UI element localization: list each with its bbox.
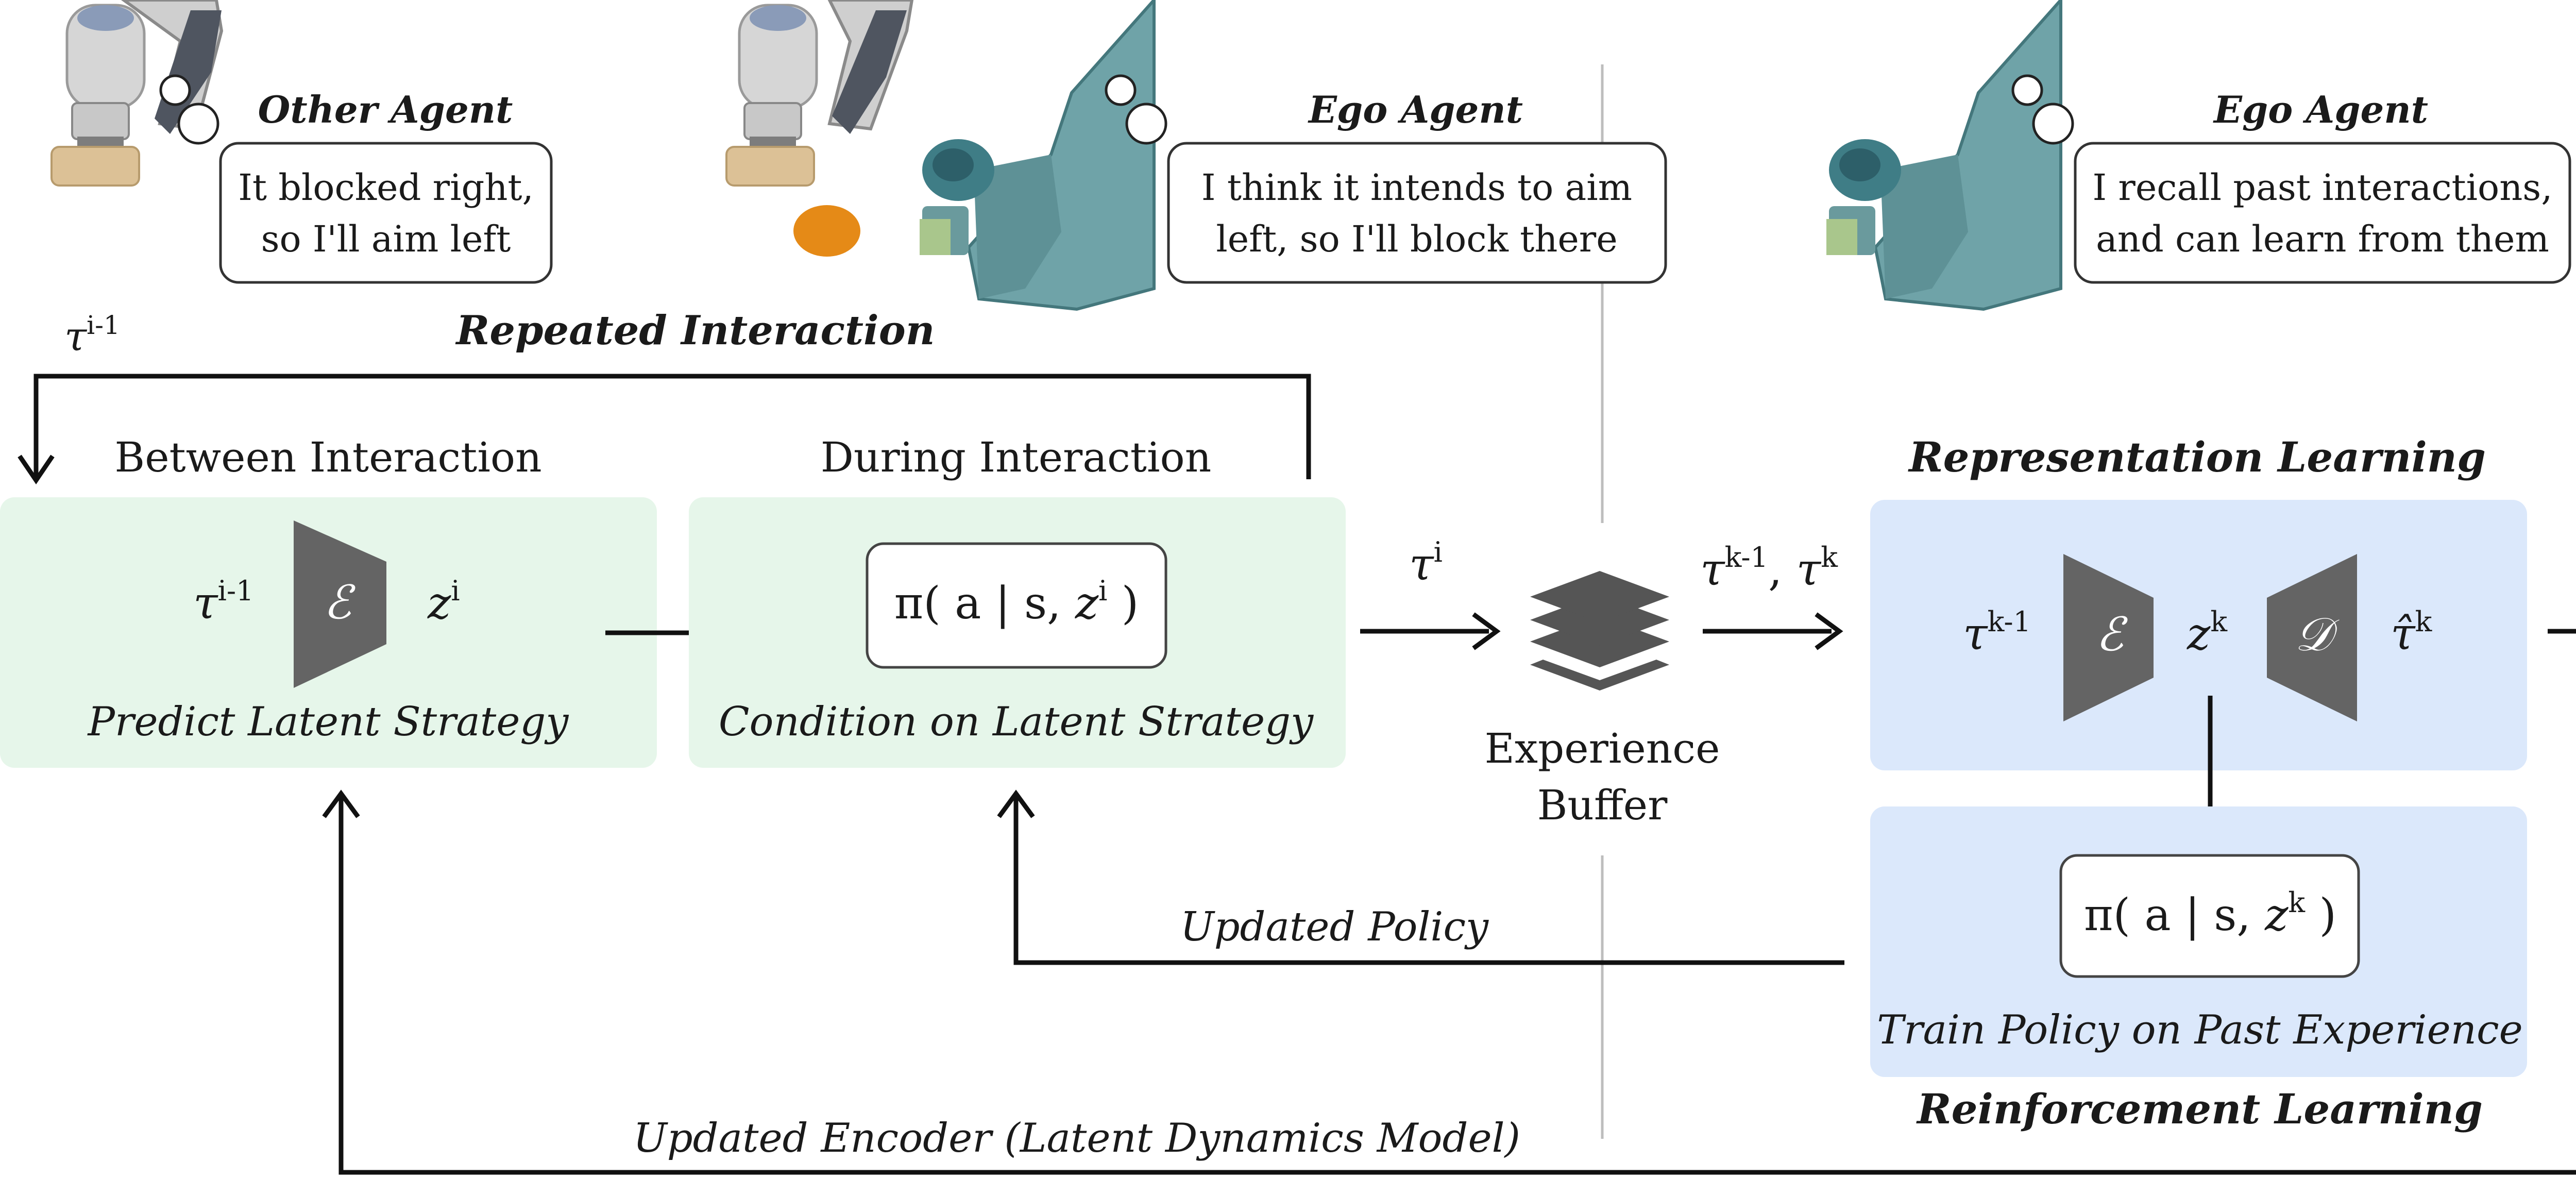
representation-encoder-symbol: ℰ [2096,608,2128,662]
experience-buffer-label-line-1: Experience [1485,725,1720,772]
buffer-input-tau: τi [1409,536,1443,591]
rl-caption: Train Policy on Past Experience [1877,1007,2523,1053]
experience-buffer-stack-icon [1530,571,1669,691]
between-interaction-heading: Between Interaction [114,433,541,481]
ego-agent-title: Ego Agent [1308,88,1523,131]
between-encoder-symbol: ℰ [324,576,356,630]
between-output-z: zi [427,575,460,629]
representation-decoder-block [2267,554,2357,721]
ego-agent-speech-line-1: I think it intends to aim [1201,166,1632,209]
other-agent-speech-line-2: so I'll aim left [261,218,511,260]
loop-tau-prev: τi-1 [64,310,120,360]
representation-learning-panel [1870,500,2527,770]
arrowhead-buffer-to-representation [1815,612,1843,650]
between-input-tau: τi-1 [193,575,253,629]
during-interaction-heading: During Interaction [821,433,1211,481]
between-encoder-block [294,520,386,688]
representation-input-tau: τk-1 [1963,605,2031,660]
other-agent-speech-line-1: It blocked right, [238,166,534,209]
thought-bubble-dots-2 [1105,74,1167,145]
representation-encoder-block [2063,554,2154,721]
buffer-output-taus: τk-1, τk [1700,541,1838,596]
updated-encoder-arrowhead [322,789,360,818]
ego-agent-learning-speech: Ego Agent I recall past interactions, an… [2074,88,2571,284]
updated-policy-arrowhead [997,789,1035,818]
other-agent-speech-box [219,142,553,284]
rl-policy-box [2059,854,2360,978]
reinforcement-learning-heading: Reinforcement Learning [1916,1085,2483,1133]
arrowhead-during-to-buffer [1472,612,1501,650]
ego-agent-learning-title: Ego Agent [2213,88,2428,131]
representation-latent-z: zk [2187,605,2228,660]
other-agent-title: Other Agent [258,88,513,131]
updated-policy-line [1013,796,1844,965]
ego-agent-speech: Ego Agent I think it intends to aim left… [1167,88,1667,284]
updated-policy-label: Updated Policy [1180,904,1489,950]
representation-output-tau-hat: τ̂k [2391,605,2433,660]
representation-learning-heading: Representation Learning [1908,433,2486,481]
ego-agent-speech-box [1167,142,1667,284]
ego-agent-robot-illustration [725,0,1156,311]
updated-encoder-line [338,629,2576,1175]
during-caption: Condition on Latent Strategy [719,699,1314,745]
between-caption: Predict Latent Strategy [87,699,569,745]
ego-agent-learning-speech-line-2: and can learn from them [2096,218,2549,260]
repeated-interaction-label: Repeated Interaction [455,307,935,354]
ego-agent-learning-robot-illustration [1826,0,2062,311]
thought-bubble-dots-1 [159,74,219,145]
other-agent-speech: Other Agent It blocked right, so I'll ai… [219,88,553,284]
rl-policy-expression: π( a | s, zk ) [2084,886,2336,941]
during-policy-expression: π( a | s, zi ) [894,575,1139,629]
thought-bubble-dots-3 [2011,74,2074,145]
during-policy-box [866,542,1167,669]
updated-encoder-label: Updated Encoder (Latent Dynamics Model) [633,1115,1520,1162]
ego-agent-speech-line-2: left, so I'll block there [1216,218,1617,260]
experience-buffer-label-line-2: Buffer [1537,781,1668,829]
repeated-interaction-arrowhead [18,455,55,484]
ego-agent-learning-speech-box [2074,142,2571,284]
repeated-interaction-loop-line [33,374,1311,479]
ego-agent-learning-speech-line-1: I recall past interactions, [2093,166,2553,209]
other-agent-robot-illustration [50,0,224,187]
